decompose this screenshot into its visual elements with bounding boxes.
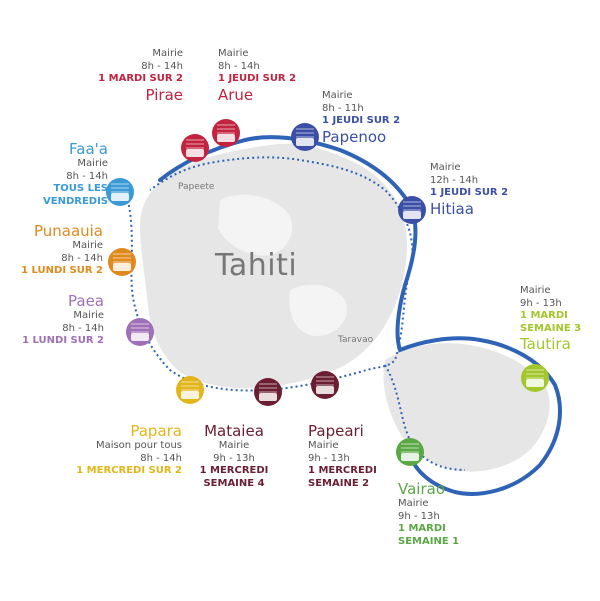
- stop-schedule: 1 JEUDI SUR 2: [218, 73, 297, 84]
- stop-name: Vairao: [398, 480, 445, 498]
- stop-hours: 9h - 13h: [520, 297, 562, 309]
- van-icon: [186, 149, 204, 157]
- stop-hours: 9h - 13h: [398, 510, 440, 522]
- stop-venue: Mairie: [308, 440, 339, 451]
- stop-schedule: 1 MERCREDI: [308, 465, 377, 476]
- stop-schedule: 1 MERCREDI SUR 2: [76, 465, 182, 476]
- stop-hours: 9h - 13h: [308, 452, 350, 464]
- stop-schedule: 1 MARDI SUR 2: [98, 73, 183, 84]
- stop-venue: Mairie: [218, 48, 249, 59]
- van-icon: [316, 386, 334, 394]
- stop-hours: 9h - 13h: [213, 452, 255, 464]
- stop-name: Papeari: [308, 422, 364, 440]
- place-taravao: Taravao: [338, 335, 374, 345]
- stop-name: Hitiaa: [430, 199, 474, 218]
- stop-schedule: TOUS LES: [53, 183, 108, 194]
- stop-hours: 8h - 14h: [62, 322, 104, 334]
- van-icon: [296, 138, 314, 146]
- stop-schedule-2: VENDREDIS: [43, 195, 108, 207]
- stop-schedule: 1 LUNDI SUR 2: [21, 265, 103, 276]
- place-papeete: Papeete: [178, 182, 215, 192]
- stop-markers: [106, 119, 549, 466]
- stop-name: Faa'a: [69, 140, 108, 158]
- stop-hours: 8h - 14h: [140, 452, 182, 464]
- stop-schedule-2: SEMAINE 1: [398, 535, 460, 547]
- stop-name: Papenoo: [322, 127, 387, 146]
- stop-schedule: 1 MARDI: [398, 523, 446, 534]
- van-icon: [259, 393, 277, 401]
- van-icon: [526, 379, 544, 387]
- stop-schedule: 1 JEUDI SUR 2: [322, 115, 401, 126]
- van-icon: [403, 211, 421, 219]
- stop-hours: 8h - 14h: [61, 252, 103, 264]
- island-name: Tahiti: [215, 248, 298, 283]
- stop-hours: 8h - 14h: [141, 60, 183, 72]
- stop-venue: Mairie: [430, 162, 461, 173]
- tahiti-iti-land: [383, 343, 550, 472]
- stop-hours: 12h - 14h: [430, 174, 479, 186]
- stop-schedule-2: SEMAINE 2: [308, 477, 370, 489]
- stop-venue: Mairie: [152, 48, 183, 59]
- stop-venue: Mairie: [398, 498, 429, 509]
- stop-venue: Mairie: [73, 310, 104, 321]
- mountain-shading-2: [289, 284, 347, 336]
- stop-name: Arue: [218, 85, 254, 104]
- stop-name: Punaauia: [33, 222, 103, 240]
- stop-schedule-2: SEMAINE 4: [203, 477, 265, 489]
- van-icon: [113, 263, 131, 271]
- stop-name: Pirae: [145, 85, 183, 104]
- stop-venue: Mairie: [77, 158, 108, 169]
- stop-name: Tautira: [520, 335, 571, 353]
- van-icon: [217, 134, 235, 142]
- stop-name: Papara: [130, 422, 182, 440]
- stop-schedule: 1 MARDI: [520, 310, 568, 321]
- stop-hours: 8h - 14h: [218, 60, 260, 72]
- van-icon: [131, 333, 149, 341]
- dotted-road: [127, 156, 414, 392]
- van-icon: [401, 453, 419, 461]
- stop-name: Mataiea: [204, 422, 264, 440]
- stop-hours: 8h - 14h: [66, 170, 108, 182]
- stop-hours: 8h - 11h: [322, 102, 364, 114]
- mountain-shading: [218, 194, 293, 256]
- stop-schedule: 1 JEUDI SUR 2: [430, 187, 509, 198]
- stop-schedule: 1 LUNDI SUR 2: [22, 335, 104, 346]
- stop-schedule-2: SEMAINE 3: [520, 322, 582, 334]
- stop-name: Paea: [68, 292, 104, 310]
- stop-venue: Mairie: [322, 90, 353, 101]
- stop-venue: Mairie: [520, 285, 551, 296]
- van-icon: [111, 193, 129, 201]
- tahiti-nui-land: [140, 143, 407, 389]
- stop-venue: Mairie: [72, 240, 103, 251]
- stop-venue: Maison pour tous: [95, 440, 182, 451]
- stop-schedule: 1 MERCREDI: [199, 465, 269, 476]
- van-icon: [181, 391, 199, 399]
- stop-venue: Mairie: [218, 440, 250, 451]
